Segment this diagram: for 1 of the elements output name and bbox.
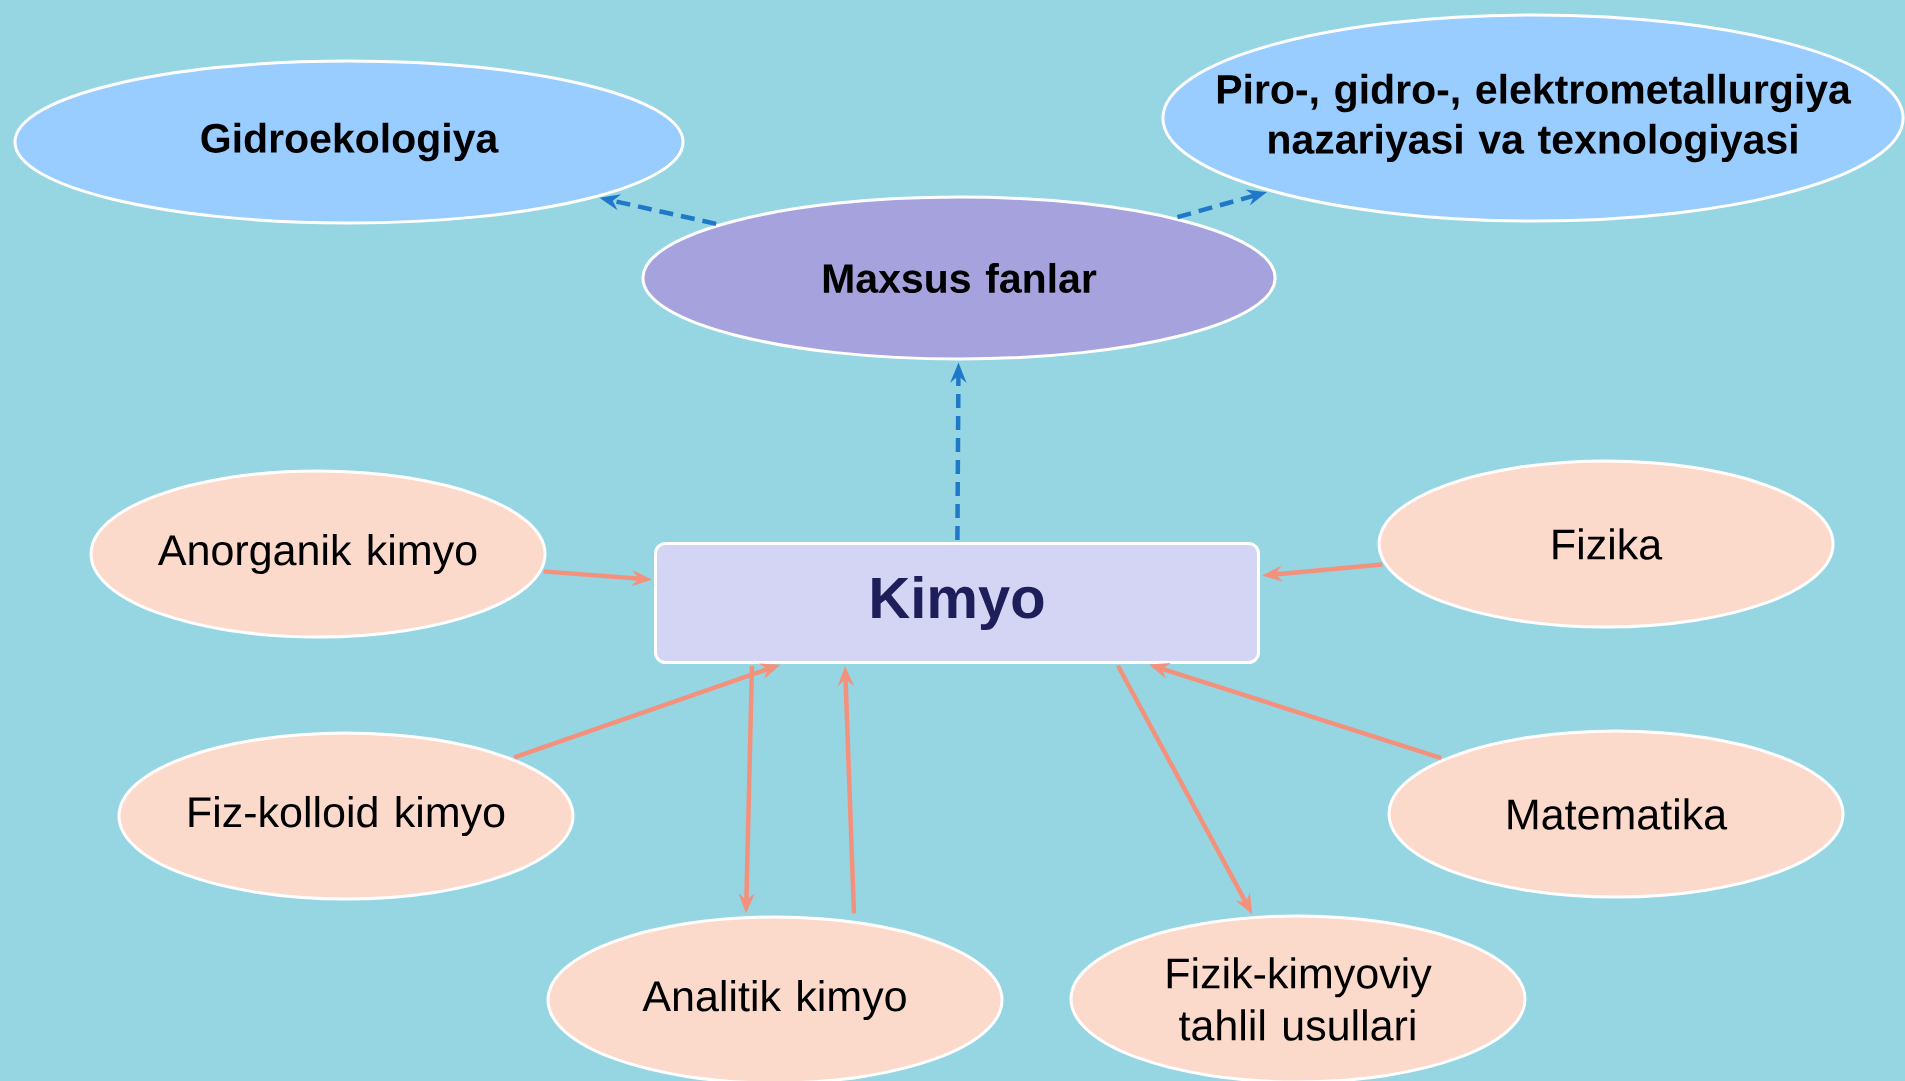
- central-box: Kimyo: [654, 542, 1260, 664]
